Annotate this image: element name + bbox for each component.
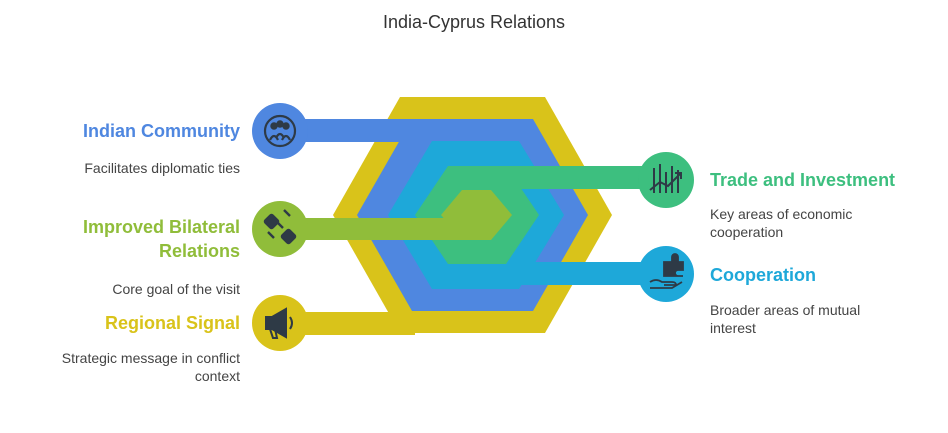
cooperation-node — [638, 246, 694, 302]
page-title: India-Cyprus Relations — [382, 12, 566, 32]
indian-community-heading: Indian Community — [83, 121, 240, 141]
trade-investment-description: Key areas of economic cooperation — [710, 206, 853, 240]
indian-community-node — [252, 103, 308, 159]
cooperation-description: Broader areas of mutual interest — [710, 302, 861, 336]
lime-connector — [280, 218, 480, 240]
people-group-icon — [263, 114, 297, 148]
yellow-connector — [280, 312, 415, 335]
hand-puzzle-icon — [649, 253, 684, 289]
trade-investment-heading: Trade and Investment — [710, 170, 896, 190]
regional-signal-heading: Regional Signal — [104, 313, 240, 333]
trade-investment-node — [638, 152, 694, 208]
bilateral-relations-description: Core goal of the visit — [112, 281, 240, 297]
indian-community-description: Facilitates diplomatic ties — [84, 160, 240, 176]
megaphone-icon — [265, 307, 293, 339]
cooperation-heading: Cooperation — [710, 265, 816, 285]
cyan-connector — [500, 262, 666, 285]
regional-signal-node — [252, 295, 308, 351]
bilateral-relations-node — [252, 201, 308, 257]
handshake-icon — [263, 209, 297, 245]
green-connector — [470, 166, 666, 189]
growth-chart-icon — [649, 164, 682, 193]
blue-connector — [280, 119, 420, 142]
bilateral-relations-heading: Improved Bilateral Relations — [82, 217, 240, 261]
lime-layer — [280, 190, 512, 240]
regional-signal-description: Strategic message in conflict context — [61, 350, 240, 384]
